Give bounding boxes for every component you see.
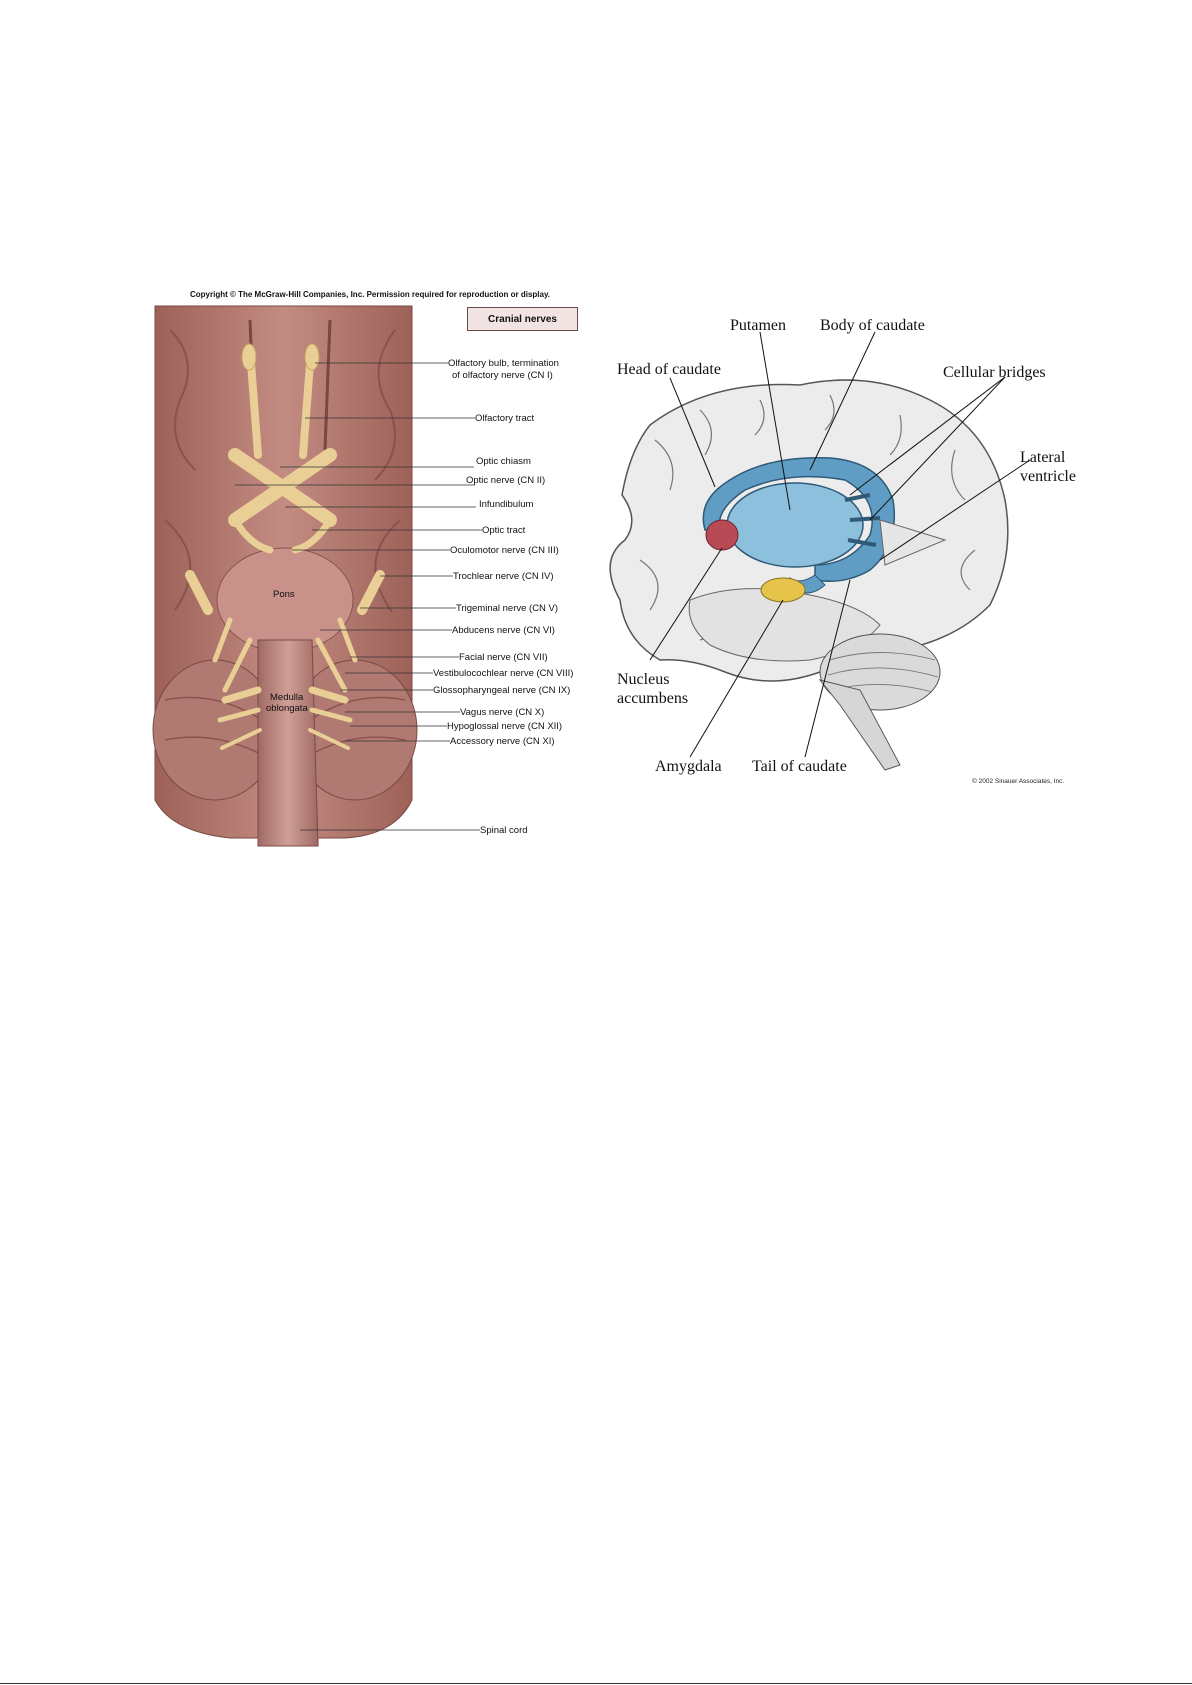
label-optic-tract: Optic tract bbox=[482, 525, 526, 536]
label-glossopharyngeal: Glossopharyngeal nerve (CN IX) bbox=[433, 685, 570, 696]
label-spinal-cord: Spinal cord bbox=[480, 825, 528, 836]
lateral-ventricle-shape bbox=[879, 519, 947, 566]
label-trigeminal: Trigeminal nerve (CN V) bbox=[456, 603, 558, 614]
label-accessory: Accessory nerve (CN XI) bbox=[450, 736, 555, 747]
label-nucleus: Nucleus bbox=[617, 671, 669, 688]
basal-leader-lines bbox=[649, 331, 1031, 758]
label-vestibulocochlear: Vestibulocochlear nerve (CN VIII) bbox=[433, 668, 573, 679]
label-cellular-bridges: Cellular bridges bbox=[943, 364, 1046, 381]
label-lateral: Lateral bbox=[1020, 449, 1066, 466]
page-bottom-rule bbox=[0, 1683, 1192, 1684]
cranial-leader-lines bbox=[235, 362, 482, 831]
label-body-of-caudate: Body of caudate bbox=[820, 317, 925, 334]
label-optic-chiasm: Optic chiasm bbox=[476, 456, 531, 467]
label-abducens: Abducens nerve (CN VI) bbox=[452, 625, 555, 636]
label-vagus: Vagus nerve (CN X) bbox=[460, 707, 544, 718]
brainstem bbox=[818, 679, 901, 771]
basal-ganglia-labels: Putamen Body of caudate Head of caudate … bbox=[617, 317, 1076, 775]
label-optic-nerve: Optic nerve (CN II) bbox=[466, 475, 545, 486]
cranial-nerve-labels: Olfactory bulb, termination of olfactory… bbox=[266, 358, 573, 836]
olfactory-bulb-right bbox=[304, 343, 320, 371]
label-facial: Facial nerve (CN VII) bbox=[459, 652, 548, 663]
label-oblongata: oblongata bbox=[266, 703, 308, 714]
label-accumbens: accumbens bbox=[617, 690, 688, 707]
label-ventricle: ventricle bbox=[1020, 468, 1076, 485]
label-putamen: Putamen bbox=[730, 317, 786, 334]
cranial-nerves-title-box: Cranial nerves bbox=[467, 307, 578, 331]
olfactory-bulb-left bbox=[241, 343, 257, 371]
label-olfactory-tract: Olfactory tract bbox=[475, 413, 534, 424]
label-hypoglossal: Hypoglossal nerve (CN XII) bbox=[447, 721, 562, 732]
caudate-nucleus bbox=[702, 456, 896, 582]
putamen-shape bbox=[726, 482, 864, 568]
label-medulla: Medulla bbox=[270, 692, 304, 703]
label-amygdala: Amygdala bbox=[655, 758, 722, 775]
label-infundibulum: Infundibulum bbox=[479, 499, 533, 510]
amygdala-shape bbox=[760, 577, 806, 603]
sinauer-copyright: © 2002 Sinauer Associates, Inc. bbox=[972, 778, 1065, 785]
label-pons: Pons bbox=[273, 589, 295, 600]
cerebrum-gyri bbox=[639, 394, 976, 646]
label-olfactory-bulb: Olfactory bulb, termination bbox=[448, 358, 559, 369]
label-tail-of-caudate: Tail of caudate bbox=[752, 758, 847, 775]
label-olfactory-bulb-2: of olfactory nerve (CN I) bbox=[452, 370, 553, 381]
label-head-of-caudate: Head of caudate bbox=[617, 361, 721, 378]
label-oculomotor: Oculomotor nerve (CN III) bbox=[450, 545, 559, 556]
nucleus-accumbens-shape bbox=[705, 519, 739, 551]
copyright-notice: Copyright © The McGraw-Hill Companies, I… bbox=[190, 290, 551, 299]
cellular-bridges bbox=[844, 493, 881, 547]
label-trochlear: Trochlear nerve (CN IV) bbox=[453, 571, 553, 582]
